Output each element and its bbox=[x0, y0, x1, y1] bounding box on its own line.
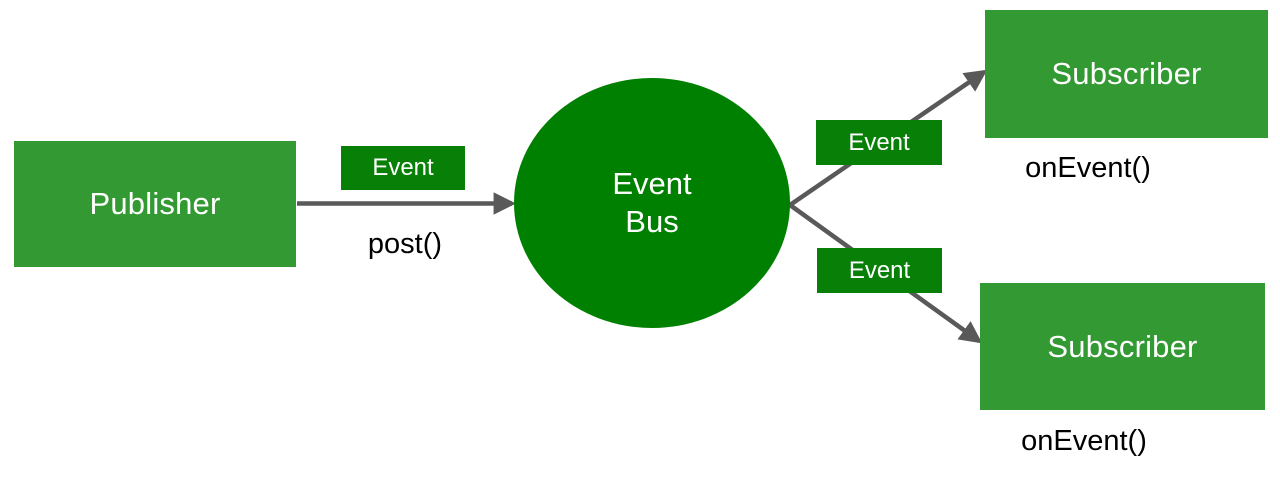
node-subscriber-top-label: Subscriber bbox=[1051, 56, 1202, 91]
edge-tag-post-event-label: Event bbox=[372, 154, 434, 181]
edge-tag-subscriber-bottom-event-label: Event bbox=[848, 256, 911, 284]
node-subscriber-top[interactable]: Subscriber bbox=[985, 10, 1268, 138]
edge-caption-post: post() bbox=[305, 228, 505, 261]
edge-caption-on-event-top: onEvent() bbox=[988, 152, 1188, 185]
edge-tag-subscriber-top-event: Event bbox=[816, 120, 942, 165]
node-event-bus[interactable]: Event Bus bbox=[514, 78, 790, 328]
node-event-bus-label-line2: Bus bbox=[625, 204, 679, 239]
edge-tag-subscriber-top-event-label: Event bbox=[848, 128, 910, 156]
edge-caption-on-event-bottom-label: onEvent() bbox=[1021, 425, 1147, 457]
node-event-bus-label-line1: Event bbox=[612, 166, 692, 202]
edge-tag-subscriber-bottom-event: Event bbox=[817, 248, 942, 293]
edge-caption-on-event-top-label: onEvent() bbox=[1025, 152, 1151, 184]
node-subscriber-bottom[interactable]: Subscriber bbox=[980, 283, 1265, 410]
node-publisher-label: Publisher bbox=[89, 186, 221, 221]
node-publisher[interactable]: Publisher bbox=[14, 141, 296, 267]
edge-caption-on-event-bottom: onEvent() bbox=[984, 425, 1184, 458]
edge-caption-post-label: post() bbox=[367, 228, 443, 260]
node-subscriber-bottom-label: Subscriber bbox=[1047, 328, 1198, 364]
edge-tag-post-event: Event bbox=[341, 146, 465, 190]
